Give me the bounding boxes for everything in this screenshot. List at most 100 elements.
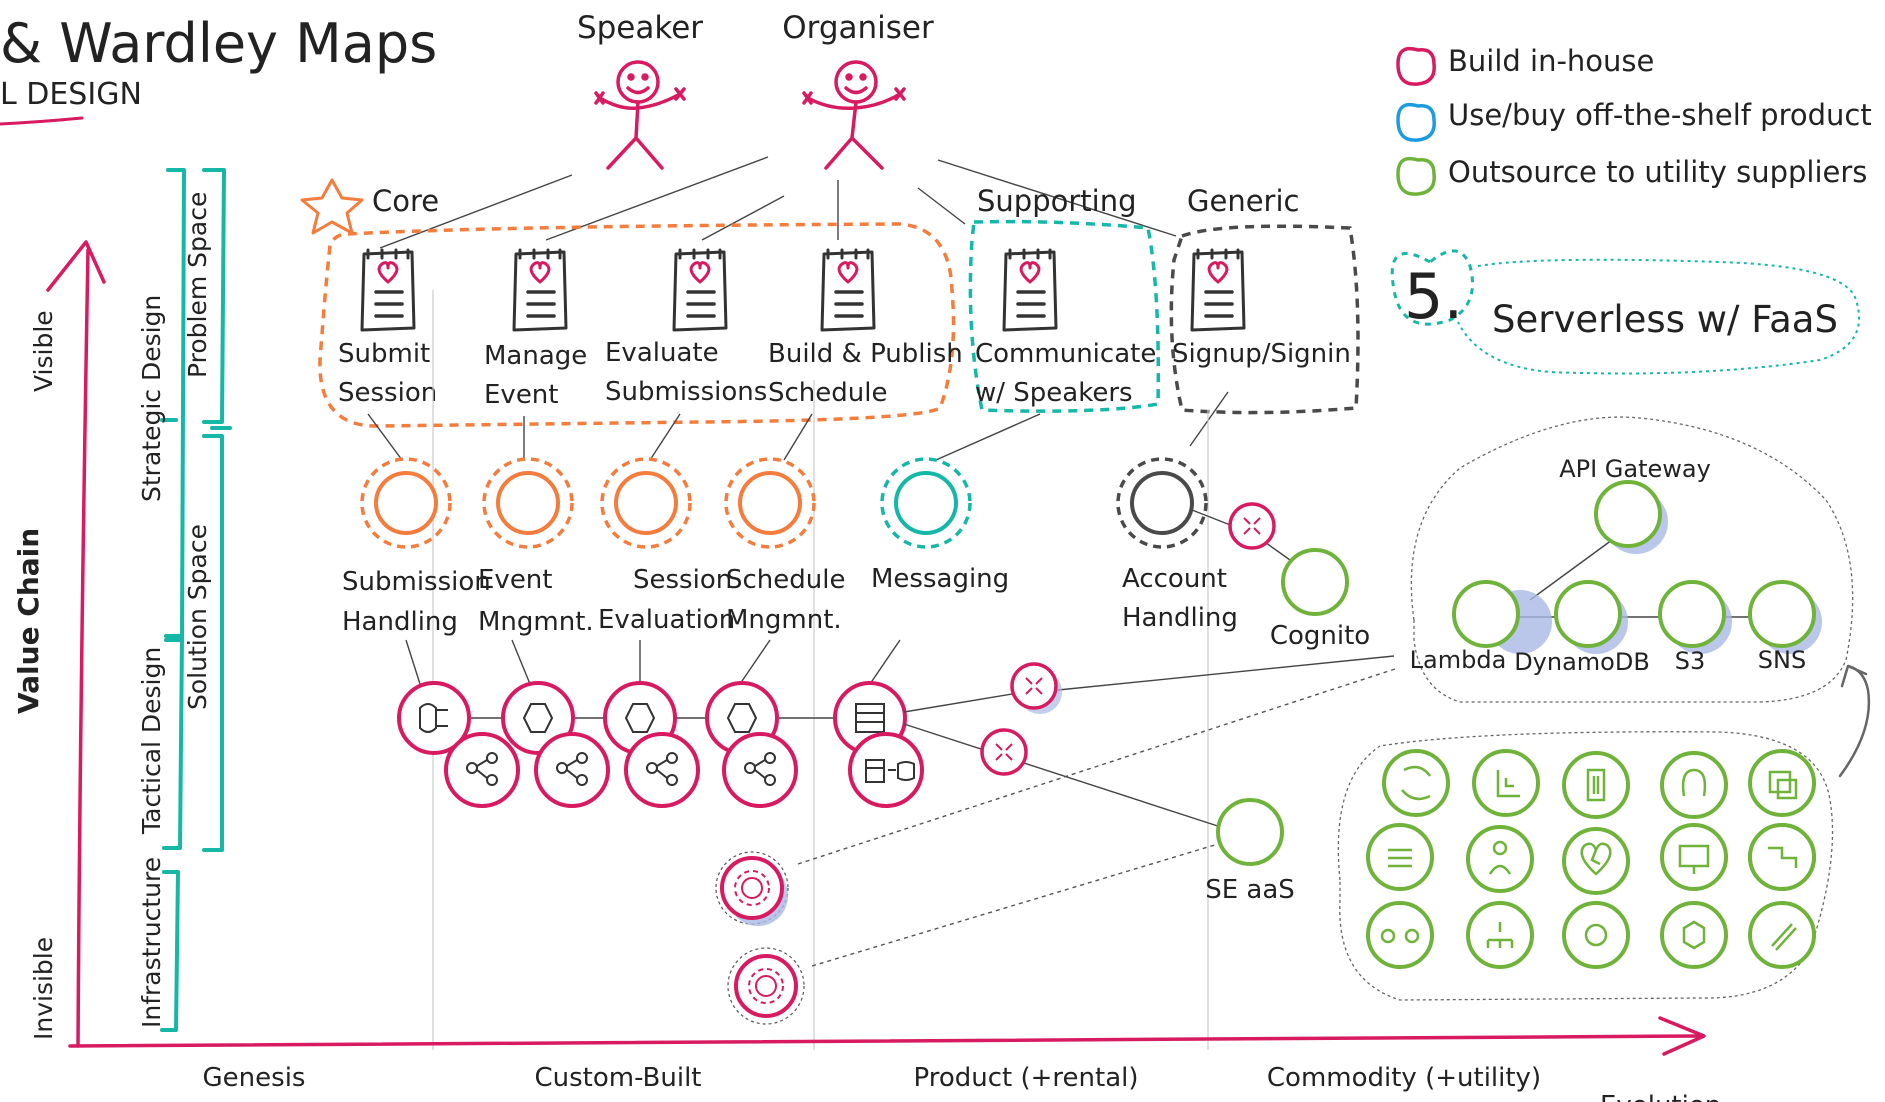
use-case-label: Communicate bbox=[975, 339, 1156, 369]
bracket-solution-space-label: Solution Space bbox=[183, 524, 212, 710]
queue-icon bbox=[855, 703, 885, 733]
context-schedule-mngmnt bbox=[724, 457, 816, 549]
use-case-doc-icon bbox=[360, 248, 416, 332]
x-stage-label: Product (+rental) bbox=[914, 1063, 1139, 1093]
cubes-icon bbox=[1660, 901, 1728, 969]
refresh-icon bbox=[1382, 749, 1450, 817]
component-graph bbox=[534, 732, 610, 808]
stick-figure-icon bbox=[802, 60, 906, 170]
lambda-node bbox=[1452, 580, 1552, 654]
gear-icon bbox=[1562, 901, 1630, 969]
domain-generic-label: Generic bbox=[1187, 184, 1299, 218]
title-underline bbox=[0, 116, 84, 126]
component-graph bbox=[722, 732, 798, 808]
domain-supporting: Supporting bbox=[968, 184, 1161, 413]
compress-icon bbox=[980, 728, 1028, 776]
service-label: SNS bbox=[1758, 646, 1806, 674]
se-aas-label: SE aaS bbox=[1205, 875, 1295, 905]
use-case-label: Submit bbox=[338, 339, 430, 369]
context-label: Evaluation bbox=[598, 605, 735, 635]
gear-icon bbox=[741, 877, 763, 899]
context-label: Event bbox=[478, 565, 552, 595]
gear-icon bbox=[755, 975, 777, 997]
legend-build-icon bbox=[1396, 46, 1436, 86]
curved-arrow-icon bbox=[1838, 664, 1871, 778]
actor-speaker: Speaker bbox=[577, 10, 703, 170]
component-submission bbox=[397, 681, 471, 755]
bracket-tactical-label: Tactical Design bbox=[137, 647, 166, 835]
x-axis-title: Evolution bbox=[1600, 1091, 1721, 1102]
actor-organiser-label: Organiser bbox=[782, 10, 934, 46]
y-axis-arrow-icon bbox=[46, 240, 106, 292]
bracket-solution-space bbox=[202, 434, 224, 852]
legend-buy-icon bbox=[1396, 102, 1436, 142]
component-event bbox=[501, 681, 575, 755]
cognito-label: Cognito bbox=[1270, 621, 1370, 651]
star-icon bbox=[300, 178, 364, 235]
presentation-icon bbox=[1660, 823, 1728, 891]
cognito-node bbox=[1281, 548, 1349, 616]
service-label: S3 bbox=[1675, 647, 1706, 675]
legend-build-label: Build in-house bbox=[1448, 44, 1654, 78]
serverless-cluster: API Gateway Lambda DynamoDB S3 SNS bbox=[1410, 416, 1854, 703]
x-axis-arrow-icon bbox=[1658, 1016, 1706, 1056]
x-axis bbox=[68, 1034, 1702, 1048]
domain-core: Core bbox=[300, 178, 956, 428]
graph-icon bbox=[466, 752, 498, 786]
step-callout: 5. Serverless w/ FaaS bbox=[1390, 249, 1861, 375]
graph-icon bbox=[646, 752, 678, 786]
component-graph bbox=[624, 732, 700, 808]
use-cases: Submit Session Manage Event Evaluate Sub… bbox=[338, 248, 1351, 410]
user-icon bbox=[1466, 825, 1534, 893]
legend-outsource-label: Outsource to utility suppliers bbox=[1448, 155, 1867, 189]
y-axis-top-label: Visible bbox=[29, 310, 58, 392]
binoculars-icon bbox=[1366, 901, 1434, 969]
y-axis-bottom-label: Invisible bbox=[29, 937, 58, 1040]
axes: Visible Value Chain Invisible Genesis Cu… bbox=[12, 240, 1721, 1102]
design-brackets bbox=[160, 168, 232, 1032]
use-case-label: Build & Publish bbox=[768, 339, 963, 369]
bracket-infrastructure bbox=[160, 870, 180, 1032]
api-gateway-node bbox=[1594, 480, 1668, 554]
step-number-circle bbox=[1390, 249, 1474, 326]
context-event-mngmnt bbox=[482, 457, 574, 549]
legend-buy-label: Use/buy off-the-shelf product bbox=[1448, 98, 1872, 132]
hexagon-icon bbox=[624, 703, 656, 733]
context-account-handling bbox=[1116, 457, 1208, 549]
use-case-label: Schedule bbox=[768, 378, 887, 408]
graph-icon bbox=[556, 752, 588, 786]
gear-component bbox=[734, 954, 798, 1018]
aggregate-icon bbox=[419, 703, 448, 733]
use-case-doc-icon bbox=[512, 248, 568, 332]
sns-node bbox=[1748, 580, 1822, 654]
context-label: Mngmnt. bbox=[478, 607, 594, 637]
gear-component bbox=[720, 856, 784, 920]
page-subtitle: L DESIGN bbox=[0, 77, 142, 112]
actor-organiser: Organiser bbox=[782, 10, 934, 170]
context-messaging bbox=[880, 457, 972, 549]
use-case-label: Manage bbox=[484, 341, 587, 371]
dynamodb-node bbox=[1554, 580, 1628, 654]
domain-supporting-label: Supporting bbox=[977, 184, 1137, 218]
hexagon-icon bbox=[726, 703, 758, 733]
cognito: Cognito bbox=[1191, 502, 1370, 651]
bracket-problem-space bbox=[202, 168, 226, 424]
compress-icon bbox=[1228, 502, 1276, 550]
bounded-contexts: Submission Handling Event Mngmnt. Sessio… bbox=[342, 457, 1238, 637]
use-case-label: Signup/Signin bbox=[1172, 339, 1351, 369]
use-case-doc-icon bbox=[820, 248, 876, 332]
use-case-doc-icon bbox=[1190, 248, 1246, 332]
api-gateway-label: API Gateway bbox=[1559, 455, 1711, 483]
use-case-doc-icon bbox=[1002, 248, 1058, 332]
org-chart-icon bbox=[1466, 901, 1534, 969]
messaging-links bbox=[903, 655, 1395, 831]
context-label: Mngmnt. bbox=[726, 605, 842, 635]
context-label: Handling bbox=[342, 607, 458, 637]
step-title: Serverless w/ FaaS bbox=[1492, 298, 1838, 341]
omega-icon bbox=[1660, 751, 1728, 819]
bracket-infrastructure-label: Infrastructure bbox=[137, 857, 166, 1028]
actor-links bbox=[379, 156, 1177, 249]
context-label: Account bbox=[1122, 564, 1227, 594]
use-case-label: Submissions bbox=[605, 377, 767, 407]
use-case-label: Session bbox=[338, 378, 437, 408]
